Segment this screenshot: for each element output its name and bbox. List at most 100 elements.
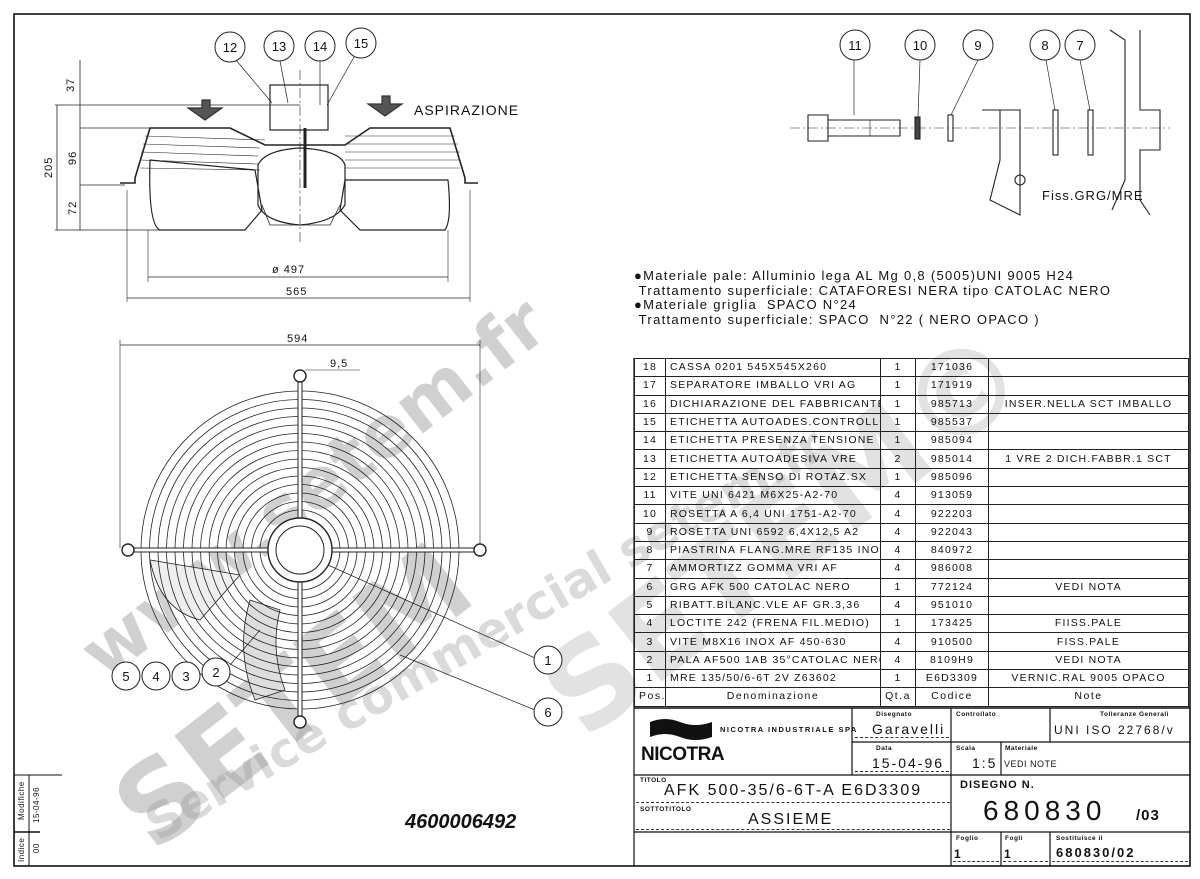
cell-code: 772124 — [915, 577, 989, 597]
blade — [149, 159, 263, 231]
cell-qty: 2 — [880, 449, 916, 469]
callout-14: 14 — [304, 30, 336, 62]
callout-circle — [171, 661, 201, 691]
callout-circle — [214, 31, 246, 63]
blade — [339, 179, 451, 231]
cell-name: ETICHETTA AUTOADESIVA VRE — [665, 449, 881, 469]
header-code: Codice — [915, 687, 989, 707]
callout-label: 2 — [212, 665, 219, 680]
cell-notes — [988, 431, 1189, 451]
cell-name: ETICHETTA SENSO DI ROTAZ.SX — [665, 467, 881, 488]
cell-qty: 1 — [880, 394, 916, 414]
callout-13: 13 — [263, 30, 295, 62]
tolerance-label: Tolleranze Generali — [1100, 711, 1169, 718]
mounting-hole — [293, 715, 307, 729]
dimension-497: ø 497 — [272, 264, 305, 276]
cell-name: VITE UNI 6421 M6X25-A2-70 — [665, 486, 881, 506]
cell-pos: 10 — [634, 504, 666, 524]
dimension-594: 594 — [287, 333, 308, 345]
cell-code: 951010 — [915, 595, 989, 616]
callout-circle — [533, 645, 563, 675]
company-logo-text: NICOTRA — [641, 744, 725, 765]
cell-notes: FISS.PALE — [988, 632, 1189, 652]
cell-name: MRE 135/50/6-6T 2V Z63602 — [665, 669, 881, 689]
fixing-detail — [790, 29, 1170, 216]
callout-2: 2 — [201, 657, 231, 687]
index-label: Indice — [17, 838, 26, 862]
cell-qty: 4 — [880, 632, 916, 652]
title-label: TITOLO — [640, 777, 667, 784]
cell-code: E6D3309 — [915, 669, 989, 689]
callout-5: 5 — [111, 661, 141, 691]
cell-qty: 1 — [880, 412, 916, 433]
terminal-box — [269, 84, 329, 131]
washer — [914, 116, 921, 140]
cell-code: 171036 — [915, 357, 989, 378]
nicotra-logo-icon — [650, 719, 712, 740]
callout-label: 15 — [354, 36, 368, 51]
bolt-shank — [828, 119, 901, 137]
header-pos: Pos. — [634, 687, 666, 707]
cell-notes — [988, 595, 1189, 616]
cell-pos: 11 — [634, 486, 666, 506]
callout-circle — [263, 30, 295, 62]
cell-name: GRG AFK 500 CATOLAC NERO — [665, 577, 881, 597]
title-value: AFK 500-35/6-6T-A E6D3309 — [664, 782, 923, 799]
material-notes: ●Materiale pale: Alluminio lega AL Mg 0,… — [634, 268, 1112, 327]
cell-qty: 1 — [880, 357, 916, 378]
callout-4: 4 — [141, 661, 171, 691]
callout-circle — [345, 27, 377, 59]
airflow-arrow-icon — [366, 95, 404, 117]
cell-name: PIASTRINA FLANG.MRE RF135 INOX — [665, 540, 881, 561]
callout-label: 10 — [913, 38, 927, 53]
cell-name: SEPARATORE IMBALLO VRI AG — [665, 376, 881, 396]
header-notes: Note — [988, 687, 1189, 707]
cell-pos: 12 — [634, 467, 666, 488]
note-line: Trattamento superficiale: CATAFORESI NER… — [634, 282, 1112, 298]
callout-label: 4 — [152, 669, 159, 684]
callout-15: 15 — [345, 27, 377, 59]
rubber-damper — [1052, 109, 1059, 156]
cell-pos: 7 — [634, 559, 666, 579]
cell-name: ETICHETTA PRESENZA TENSIONE — [665, 431, 881, 451]
callout-label: 11 — [848, 38, 862, 53]
callout-6: 6 — [533, 697, 563, 727]
motor-body — [257, 147, 346, 226]
cell-qty: 1 — [880, 431, 916, 451]
mounting-hole — [473, 543, 487, 557]
cell-code: 985537 — [915, 412, 989, 433]
cell-qty: 1 — [880, 577, 916, 597]
flange-plate — [982, 109, 1021, 216]
cell-qty: 4 — [880, 486, 916, 506]
checked-label: Controllato — [956, 711, 997, 718]
callout-11: 11 — [839, 29, 871, 61]
callout-3: 3 — [171, 661, 201, 691]
cell-notes — [988, 357, 1189, 378]
dimension-9-5: 9,5 — [330, 358, 348, 370]
cell-name: ROSETTA UNI 6592 6,4X12,5 A2 — [665, 522, 881, 542]
cell-name: ETICHETTA AUTOADES.CONTROLLO — [665, 412, 881, 433]
scale-label: Scala — [956, 745, 976, 752]
index-value: 00 — [32, 843, 41, 853]
callout-8: 8 — [1029, 29, 1061, 61]
cell-pos: 8 — [634, 540, 666, 561]
cell-name: AMMORTIZZ GOMMA VRI AF — [665, 559, 881, 579]
cell-qty: 1 — [880, 467, 916, 488]
cell-name: DICHIARAZIONE DEL FABBRICANTE — [665, 394, 881, 414]
cell-notes — [988, 522, 1189, 542]
cell-notes — [988, 486, 1189, 506]
cell-pos: 18 — [634, 357, 666, 378]
sheet-value: 1 — [954, 847, 963, 861]
mounting-hole — [293, 369, 307, 383]
cell-qty: 4 — [880, 650, 916, 671]
header-qty: Qt.a — [880, 687, 916, 707]
drawn-value: Garavelli — [872, 721, 946, 737]
cell-pos: 9 — [634, 522, 666, 542]
